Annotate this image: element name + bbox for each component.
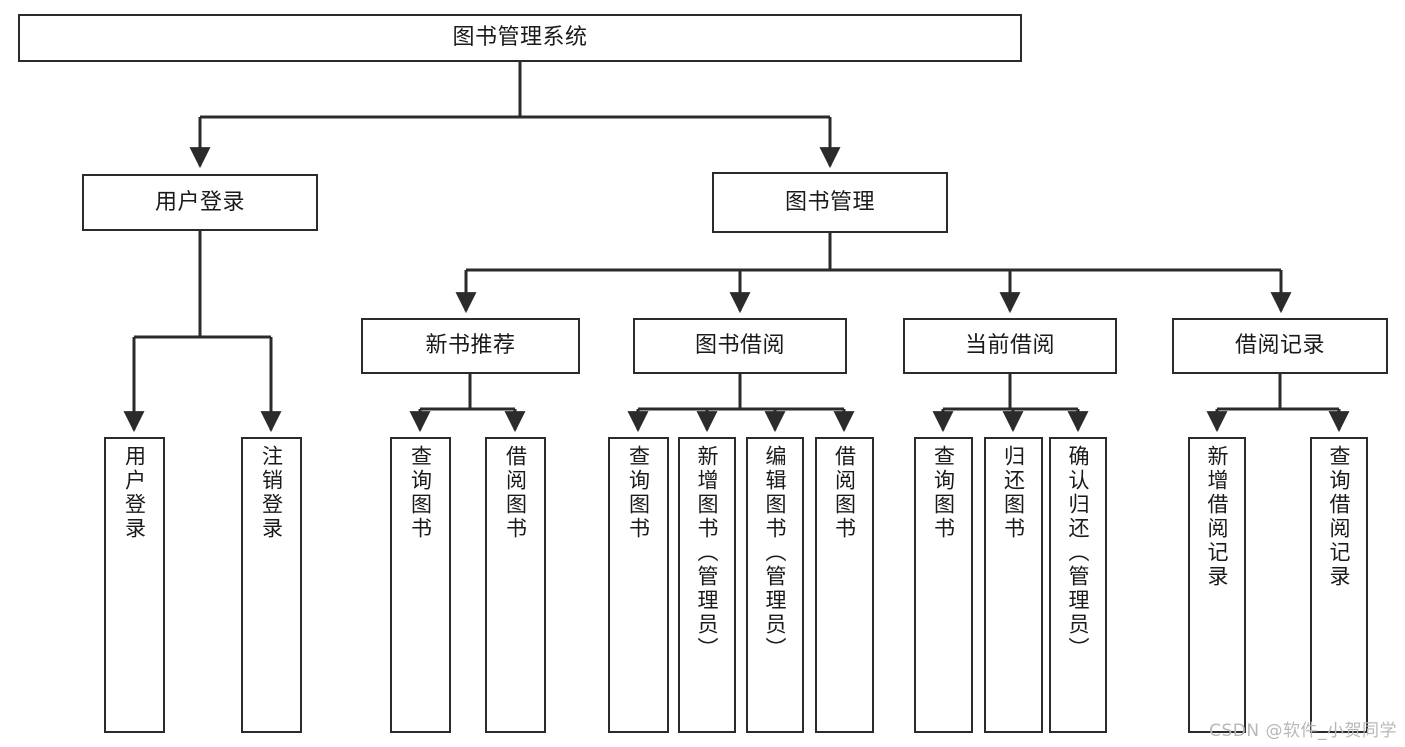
- node-user-login-label: 用户登录: [154, 189, 245, 215]
- node-leaf-logout[interactable]: 注销登录: [241, 437, 302, 733]
- node-leaf-confirm-return[interactable]: 确认归还（管理员）: [1049, 437, 1107, 733]
- watermark-text: CSDN @软件_小贺同学: [1209, 721, 1397, 741]
- node-leaf-edit-book[interactable]: 编辑图书（管理员）: [746, 437, 804, 733]
- node-leaf-add-book-label: 新增图书（管理员）: [695, 445, 720, 661]
- node-leaf-borrow-book-2[interactable]: 借阅图书: [815, 437, 874, 733]
- node-current-borrow[interactable]: 当前借阅: [903, 318, 1117, 374]
- node-leaf-edit-book-label: 编辑图书（管理员）: [763, 445, 788, 661]
- node-leaf-query-book-1-label: 查询图书: [408, 445, 433, 541]
- node-book-management[interactable]: 图书管理: [712, 172, 948, 233]
- node-leaf-query-record-label: 查询借阅记录: [1327, 445, 1352, 589]
- node-root-label: 图书管理系统: [452, 25, 588, 51]
- node-new-book-recommend[interactable]: 新书推荐: [361, 318, 580, 374]
- node-root[interactable]: 图书管理系统: [18, 14, 1022, 62]
- node-leaf-confirm-return-label: 确认归还（管理员）: [1066, 445, 1091, 661]
- node-leaf-add-book[interactable]: 新增图书（管理员）: [678, 437, 736, 733]
- node-leaf-user-login-label: 用户登录: [122, 445, 147, 541]
- node-leaf-add-record[interactable]: 新增借阅记录: [1188, 437, 1246, 733]
- node-leaf-borrow-book-1-label: 借阅图书: [503, 445, 528, 541]
- node-leaf-return-book[interactable]: 归还图书: [984, 437, 1043, 733]
- node-current-borrow-label: 当前借阅: [964, 333, 1055, 359]
- node-leaf-query-book-2-label: 查询图书: [626, 445, 651, 541]
- node-leaf-query-book-2[interactable]: 查询图书: [608, 437, 669, 733]
- node-new-book-recommend-label: 新书推荐: [425, 333, 516, 359]
- node-leaf-logout-label: 注销登录: [259, 445, 284, 541]
- node-book-borrow-label: 图书借阅: [694, 333, 785, 359]
- node-leaf-return-book-label: 归还图书: [1001, 445, 1026, 541]
- node-leaf-query-book-1[interactable]: 查询图书: [390, 437, 451, 733]
- node-book-borrow[interactable]: 图书借阅: [633, 318, 847, 374]
- node-book-management-label: 图书管理: [784, 189, 875, 215]
- node-borrow-record[interactable]: 借阅记录: [1172, 318, 1388, 374]
- node-leaf-query-record[interactable]: 查询借阅记录: [1310, 437, 1368, 733]
- node-leaf-borrow-book-1[interactable]: 借阅图书: [485, 437, 546, 733]
- node-user-login[interactable]: 用户登录: [82, 174, 318, 231]
- node-leaf-borrow-book-2-label: 借阅图书: [832, 445, 857, 541]
- node-leaf-query-book-3[interactable]: 查询图书: [914, 437, 973, 733]
- node-borrow-record-label: 借阅记录: [1234, 333, 1325, 359]
- node-leaf-query-book-3-label: 查询图书: [931, 445, 956, 541]
- node-leaf-user-login[interactable]: 用户登录: [104, 437, 165, 733]
- node-leaf-add-record-label: 新增借阅记录: [1205, 445, 1230, 589]
